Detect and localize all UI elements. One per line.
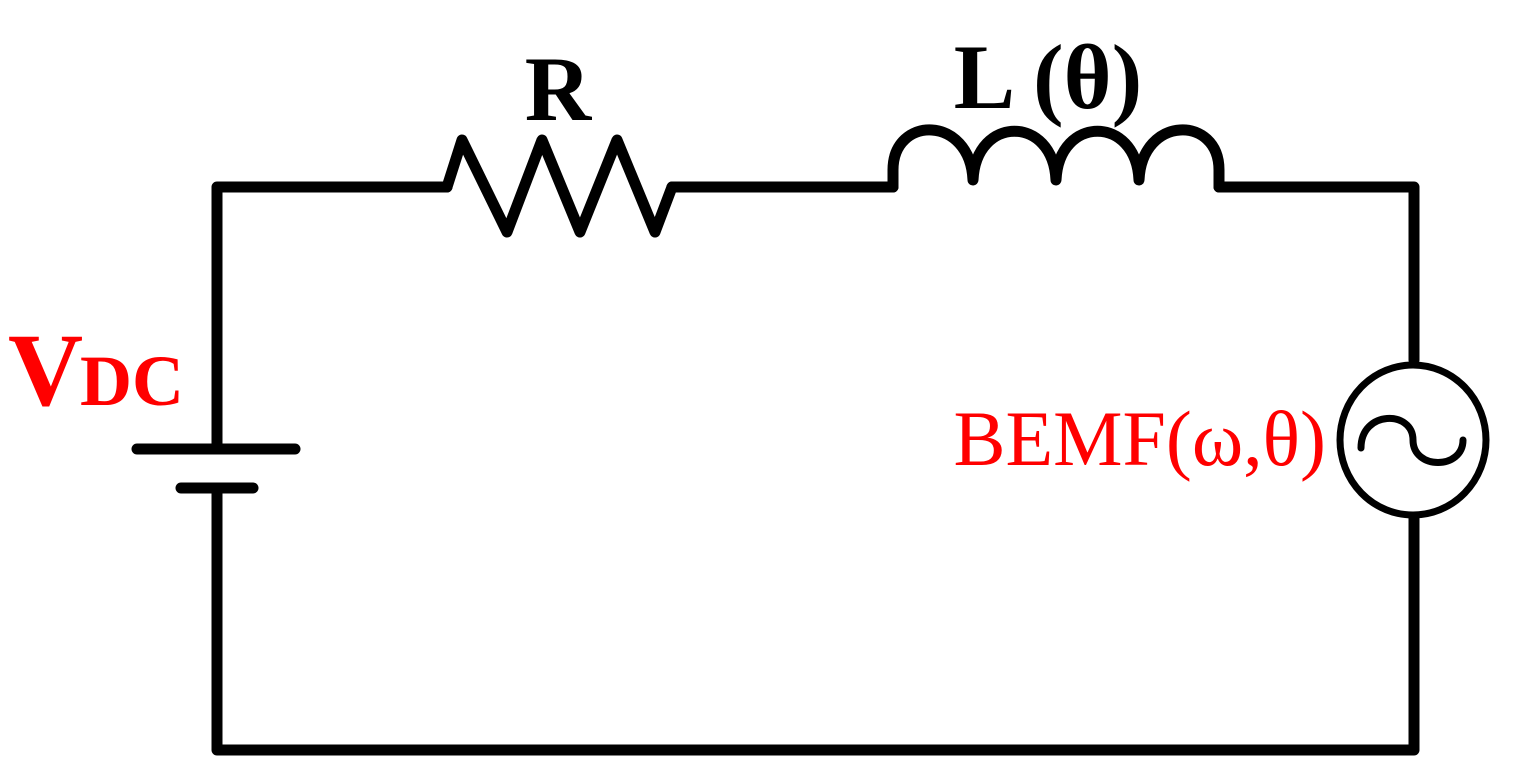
ac-source-icon bbox=[1336, 361, 1490, 519]
bemf-label: BEMF(ω,θ) bbox=[953, 395, 1326, 482]
inductor-label: L (θ) bbox=[954, 26, 1143, 128]
wire-right-top bbox=[1213, 181, 1420, 366]
resistor-icon bbox=[441, 134, 678, 238]
resistor-label: R bbox=[525, 38, 593, 140]
wire-left-top bbox=[211, 181, 453, 451]
source-label-main: V bbox=[8, 313, 83, 428]
wire-bottom bbox=[211, 484, 1420, 756]
inductor-icon bbox=[887, 124, 1225, 193]
source-label-sub: DC bbox=[80, 341, 184, 421]
